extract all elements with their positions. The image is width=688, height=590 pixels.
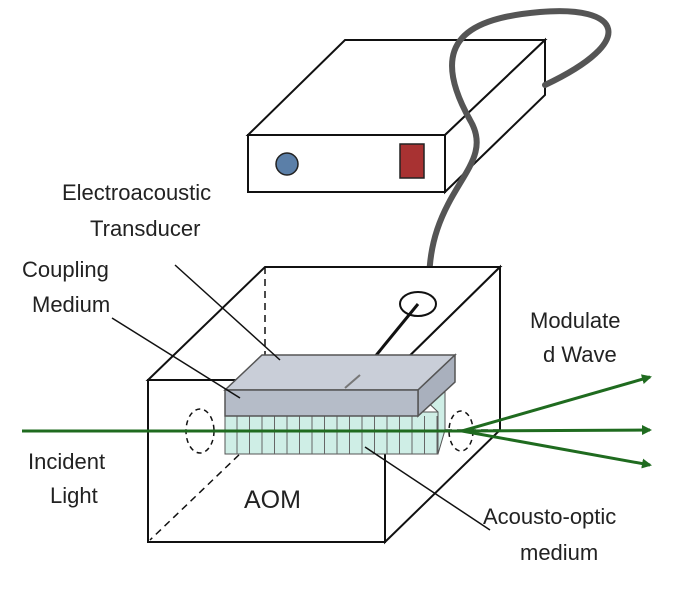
modulated-label-line1: Modulate	[530, 308, 621, 333]
incident-label-line2: Light	[50, 483, 98, 508]
transducer-leader-line	[174, 264, 281, 361]
transducer-label-line1: Electroacoustic	[62, 180, 211, 205]
medium-leader-line	[364, 446, 491, 531]
signal-generator-box	[245, 37, 548, 195]
acousto-optic-medium	[224, 370, 446, 455]
electroacoustic-transducer	[223, 353, 457, 418]
transmitted-beam	[461, 425, 652, 436]
transducer-front-face	[224, 389, 419, 417]
coupling-leader-line	[111, 317, 241, 399]
signal-cable	[426, 8, 612, 303]
modulated-label-line2: d Wave	[543, 342, 617, 367]
medium-grid	[236, 416, 438, 454]
generator-knob	[275, 152, 299, 176]
incident-label-line1: Incident	[28, 449, 105, 474]
medium-label-line1: Acousto-optic	[483, 504, 616, 529]
wire-end	[344, 374, 361, 389]
coupling-label-line1: Coupling	[22, 257, 109, 282]
light-beams	[22, 374, 652, 469]
diffracted-beam-down	[461, 429, 652, 469]
aom-label: AOM	[244, 486, 301, 514]
generator-switch	[399, 143, 425, 179]
transducer-label-line2: Transducer	[90, 216, 200, 241]
transducer-top-face	[223, 354, 457, 391]
medium-block	[224, 411, 439, 455]
cable-port	[399, 291, 437, 317]
coupling-label-line2: Medium	[32, 292, 110, 317]
medium-label-line2: medium	[520, 540, 598, 565]
diffracted-beam-up	[461, 374, 652, 433]
